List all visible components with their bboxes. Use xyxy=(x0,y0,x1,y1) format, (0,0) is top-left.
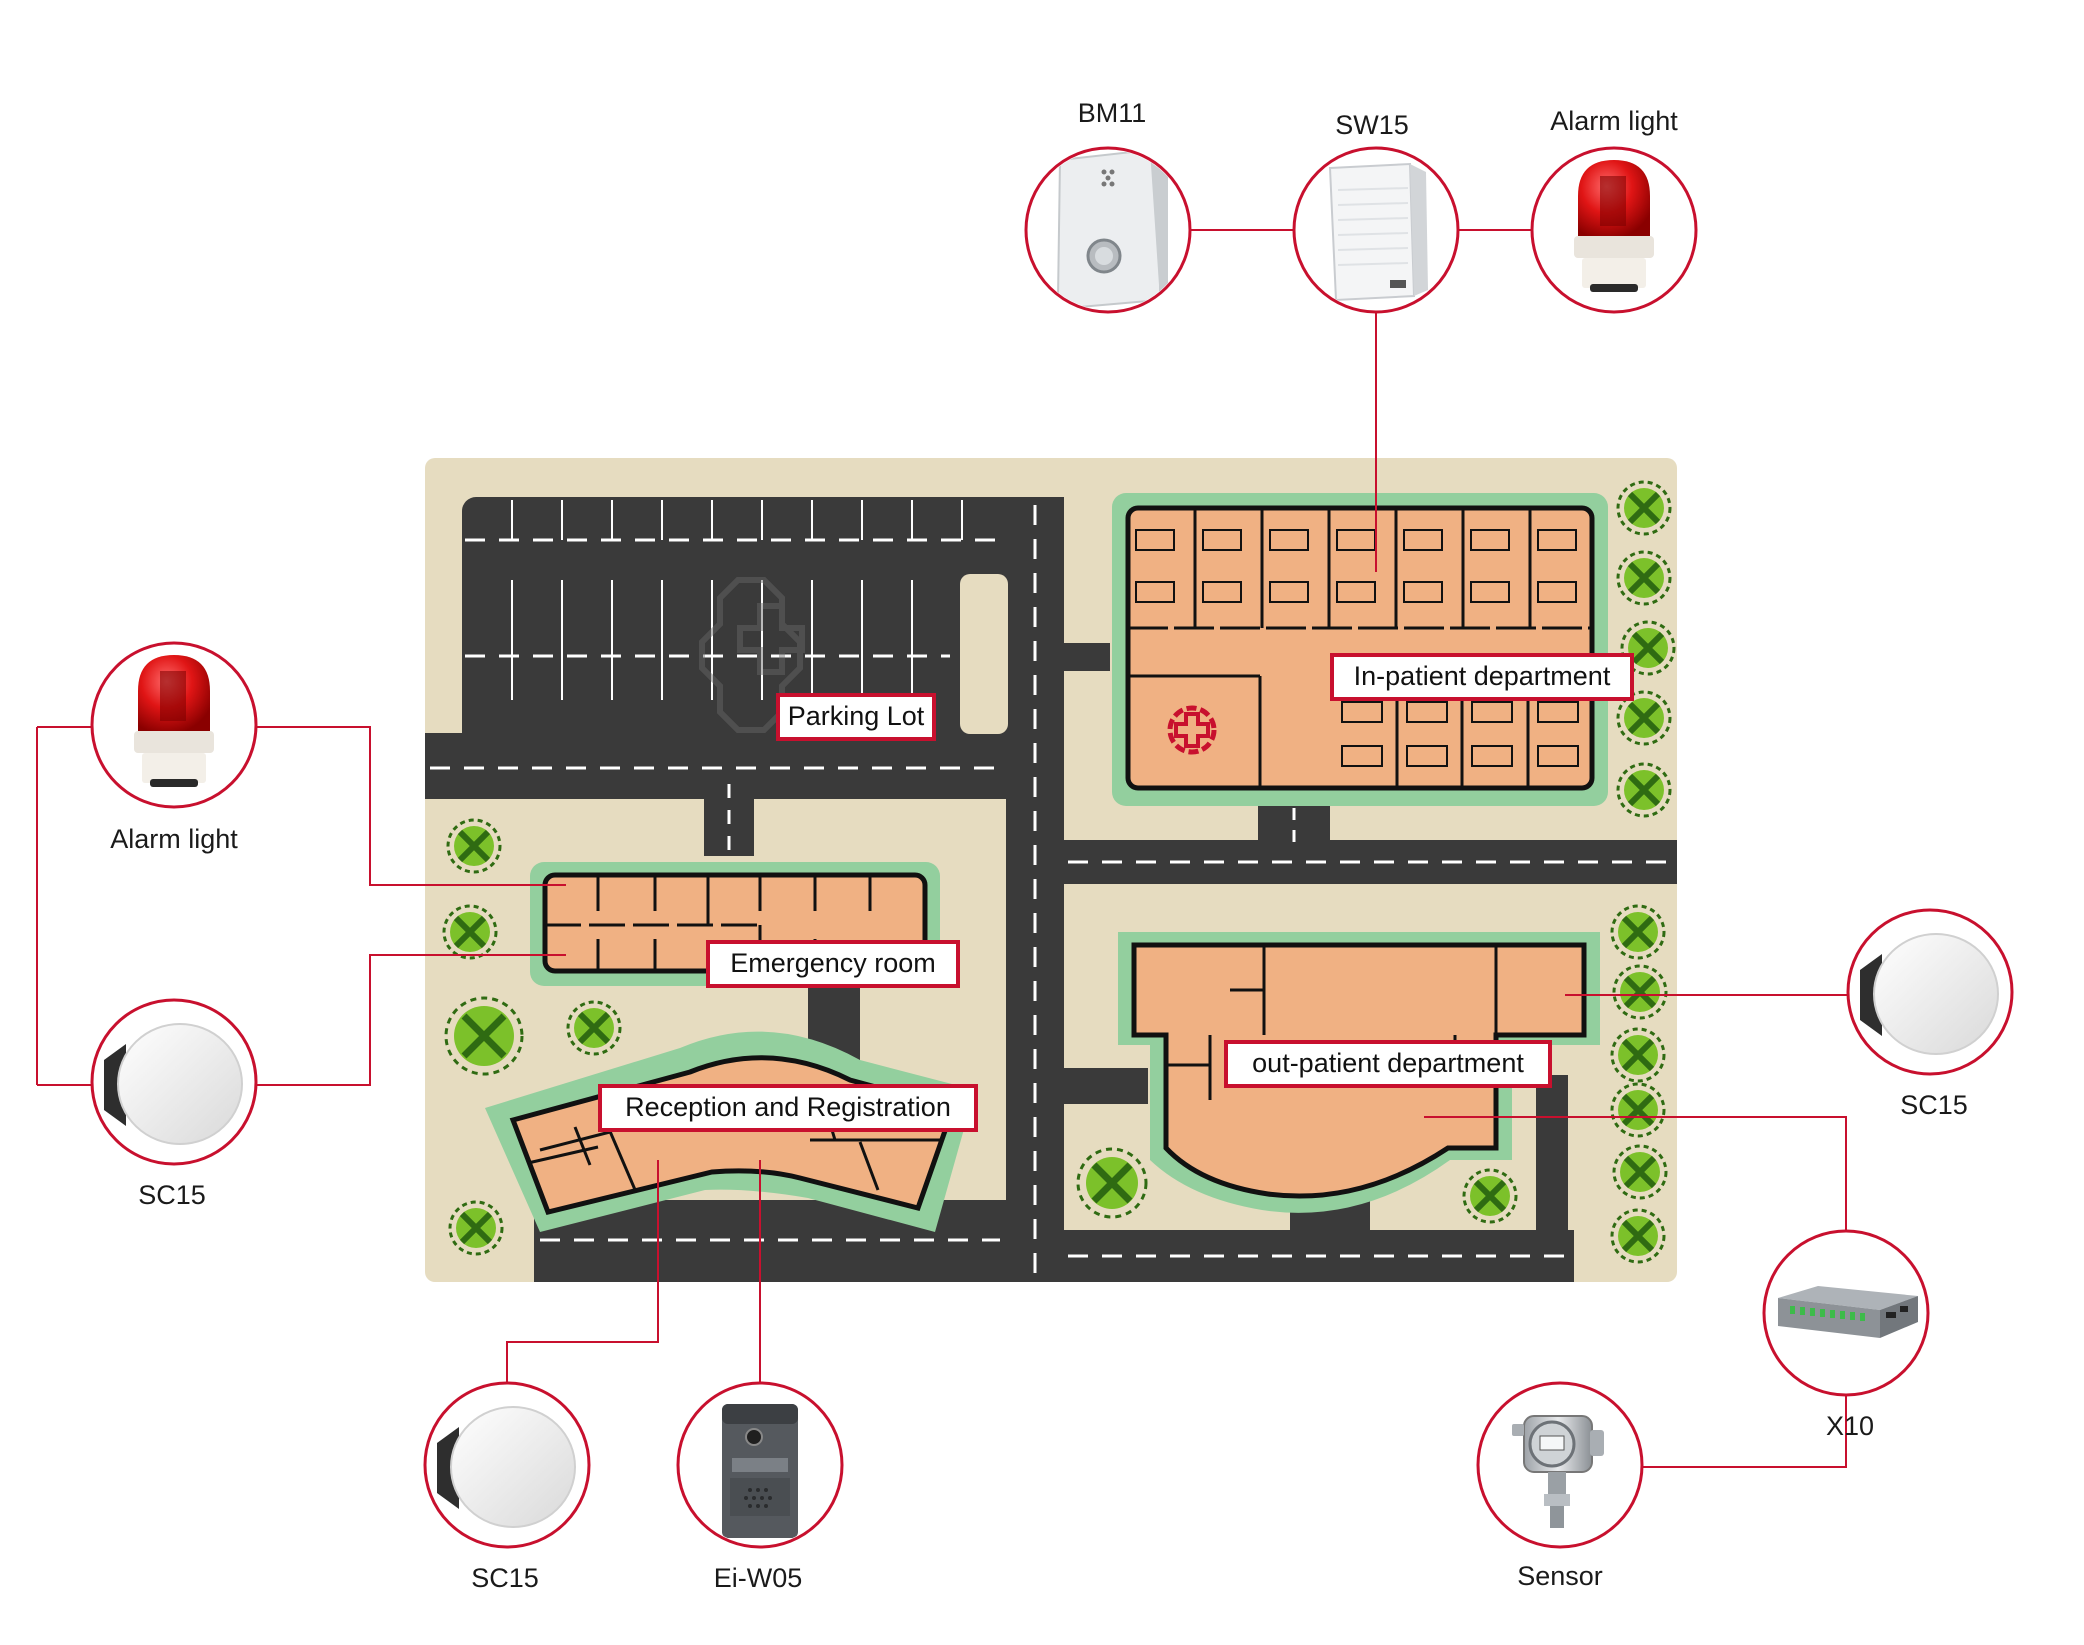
zone-label-parking: Parking Lot xyxy=(776,693,936,741)
tree xyxy=(1462,1168,1518,1224)
zone-label-parking-text: Parking Lot xyxy=(788,701,925,731)
zone-label-inpatient: In-patient department xyxy=(1330,653,1634,701)
tree xyxy=(1612,964,1668,1020)
device-sc15-bottom-label: SC15 xyxy=(471,1563,539,1593)
door-intercom-icon xyxy=(722,1404,798,1538)
io-module-icon xyxy=(1778,1286,1918,1338)
device-alarm-left[interactable]: Alarm light xyxy=(90,641,258,854)
zone-label-inpatient-text: In-patient department xyxy=(1354,661,1611,691)
device-alarm-left-label: Alarm light xyxy=(110,824,238,854)
device-x10-label: X10 xyxy=(1826,1411,1874,1441)
alarm-light-icon xyxy=(1574,160,1654,292)
ceiling-speaker-icon xyxy=(437,1406,576,1528)
pressure-sensor-icon xyxy=(1512,1415,1604,1528)
device-sc15-right[interactable]: SC15 xyxy=(1846,908,2014,1120)
ceiling-speaker-icon xyxy=(104,1023,243,1145)
device-eiw05[interactable]: Ei-W05 xyxy=(676,1381,844,1593)
tree xyxy=(1616,762,1672,818)
tree xyxy=(1616,480,1672,536)
tree xyxy=(1616,550,1672,606)
device-alarm-top-label: Alarm light xyxy=(1550,106,1678,136)
inpatient-building xyxy=(1112,493,1608,806)
call-box-icon xyxy=(1056,150,1168,310)
tree xyxy=(1610,1208,1666,1264)
zone-label-outpatient-text: out-patient department xyxy=(1252,1048,1524,1078)
device-sw15[interactable]: SW15 xyxy=(1292,110,1460,314)
wall-speaker-icon xyxy=(1328,162,1428,302)
tree xyxy=(1610,1082,1666,1138)
tree xyxy=(1612,1144,1668,1200)
device-sc15-left[interactable]: SC15 xyxy=(90,998,258,1210)
device-bm11[interactable]: BM11 xyxy=(1024,98,1192,314)
zone-label-reception: Reception and Registration xyxy=(598,1084,978,1132)
tree xyxy=(566,1000,622,1056)
device-sc15-bottom[interactable]: SC15 xyxy=(423,1381,591,1593)
zone-label-emergency: Emergency room xyxy=(706,940,960,988)
hospital-cross-icon xyxy=(1167,705,1217,755)
trees xyxy=(442,480,1676,1264)
device-sc15-left-label: SC15 xyxy=(138,1180,206,1210)
zone-label-emergency-text: Emergency room xyxy=(730,948,936,978)
parking-island xyxy=(960,574,1008,734)
tree xyxy=(444,996,524,1076)
site-map xyxy=(425,458,1677,1282)
device-sensor-label: Sensor xyxy=(1517,1561,1603,1591)
tree xyxy=(1610,1027,1666,1083)
ceiling-speaker-icon xyxy=(1860,933,1999,1055)
device-bm11-label: BM11 xyxy=(1078,98,1147,128)
device-eiw05-label: Ei-W05 xyxy=(714,1563,803,1593)
tree xyxy=(1620,620,1676,676)
device-sc15-right-label: SC15 xyxy=(1900,1090,1968,1120)
tree xyxy=(442,904,498,960)
tree xyxy=(1616,690,1672,746)
alarm-light-icon xyxy=(134,655,214,787)
device-x10[interactable]: X10 xyxy=(1762,1229,1930,1441)
tree xyxy=(446,818,502,874)
device-sw15-label: SW15 xyxy=(1335,110,1409,140)
zone-label-reception-text: Reception and Registration xyxy=(625,1092,951,1122)
tree xyxy=(1610,904,1666,960)
tree xyxy=(1076,1147,1148,1219)
connection-lines xyxy=(36,229,1850,1468)
lane-markings xyxy=(430,500,1677,1280)
device-alarm-top[interactable]: Alarm light xyxy=(1530,106,1698,314)
zone-label-outpatient: out-patient department xyxy=(1224,1040,1552,1088)
tree xyxy=(448,1200,504,1256)
device-sensor[interactable]: Sensor xyxy=(1476,1381,1644,1591)
